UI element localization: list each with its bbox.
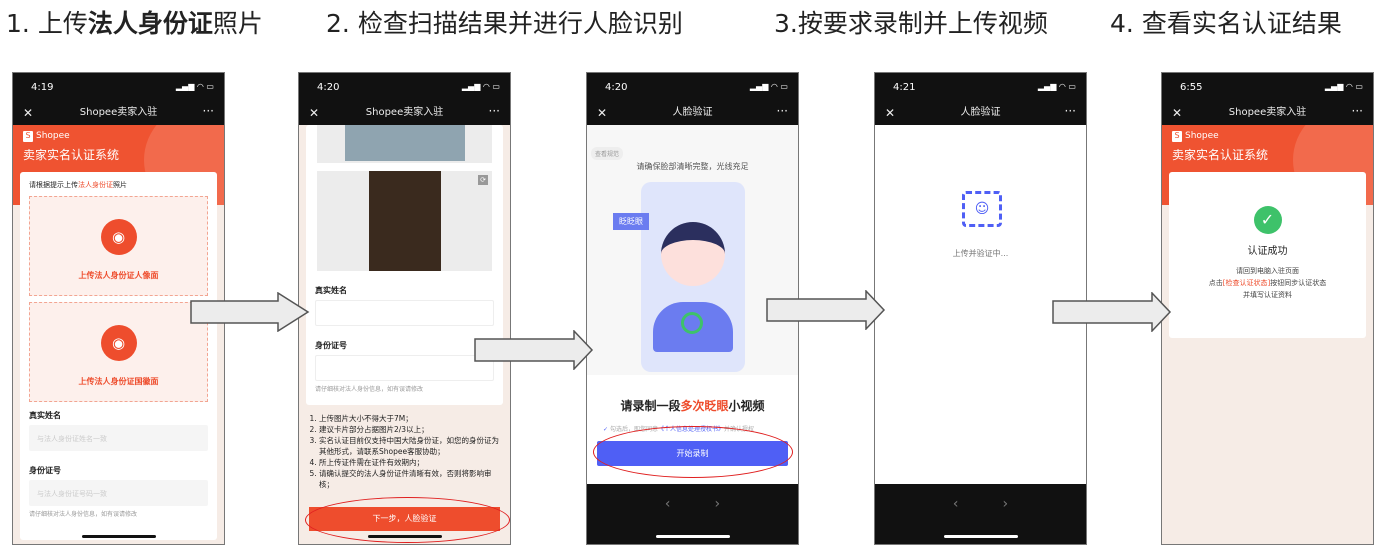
nav-bar: ✕人脸验证··· <box>587 103 798 125</box>
status-bar: 4:20▂▄▆ ◠ ▭ <box>299 73 510 103</box>
name-input[interactable] <box>315 300 494 326</box>
browser-bottom-bar: ‹› <box>587 484 798 544</box>
highlight-ellipse <box>593 426 793 478</box>
more-icon[interactable]: ··· <box>488 104 500 118</box>
result-card: ✓ 认证成功 请回到电脑入驻页面 点击[检查认证状态]按钮同步认证状态 并填写认… <box>1169 172 1366 338</box>
hint-text: 请仔细核对法人身份信息，如有误请修改 <box>315 386 424 393</box>
upload-front-button[interactable]: ◉上传法人身份证人像面 <box>29 196 208 296</box>
close-icon[interactable]: ✕ <box>309 106 320 120</box>
back-icon[interactable]: ‹ <box>664 496 671 512</box>
more-icon[interactable]: ··· <box>202 104 214 118</box>
checkbox-checked-icon: ✓ <box>603 426 609 433</box>
home-indicator <box>81 535 156 538</box>
status-bar: 4:19▂▄▆ ◠ ▭ <box>13 73 224 103</box>
view-spec-link[interactable]: 查看规范 <box>591 147 624 160</box>
face-illustration-area: 查看规范 请确保脸部清晰完整，光线充足 眨眨眼 <box>587 125 798 375</box>
forward-icon[interactable]: › <box>714 496 721 512</box>
tip-text: 请确保脸部清晰完整，光线充足 <box>636 162 749 171</box>
step-4-title: 4. 查看实名认证结果 <box>1110 9 1342 38</box>
browser-bottom-bar: ‹› <box>875 484 1086 544</box>
face-scan-icon: ☺ <box>962 191 1002 227</box>
status-bar: 6:55▂▄▆ ◠ ▭ <box>1162 73 1373 103</box>
hint-text: 请仔细核对法人身份信息，如有误请修改 <box>29 511 138 518</box>
name-label: 真实姓名 <box>315 286 347 295</box>
id-back-image: ⟳ <box>317 171 492 271</box>
nav-bar: ✕人脸验证··· <box>875 103 1086 125</box>
close-icon[interactable]: ✕ <box>1172 106 1183 120</box>
more-icon[interactable]: ··· <box>776 104 788 118</box>
camera-icon: ◉ <box>100 325 137 361</box>
step-3-title: 3.按要求录制并上传视频 <box>774 9 1048 38</box>
success-title: 认证成功 <box>1247 246 1288 257</box>
phone-illustration <box>641 182 745 372</box>
phone-check-scan: 4:20▂▄▆ ◠ ▭ ✕Shopee卖家入驻··· ⟳ 真实姓名 身份证号 请… <box>298 72 511 545</box>
rules-list: 上传图片大小不得大于7M；建议卡片部分占据图片2/3以上；实名认证目前仅支持中国… <box>307 413 502 490</box>
camera-icon: ◉ <box>100 219 137 255</box>
id-input[interactable] <box>315 355 494 381</box>
step-2-title: 2. 检查扫描结果并进行人脸识别 <box>326 9 683 38</box>
close-icon[interactable]: ✕ <box>597 106 608 120</box>
id-input[interactable]: 与法人身份证号码一致 <box>29 480 208 506</box>
highlight-ellipse <box>305 497 510 543</box>
upload-back-button[interactable]: ◉上传法人身份证国徽面 <box>29 302 208 402</box>
blink-bubble: 眨眨眼 <box>613 213 649 230</box>
status-bar: 4:20▂▄▆ ◠ ▭ <box>587 73 798 103</box>
rotate-icon[interactable]: ⟳ <box>478 175 488 185</box>
close-icon[interactable]: ✕ <box>885 106 896 120</box>
id-label: 身份证号 <box>315 341 347 350</box>
id-front-image <box>317 125 492 163</box>
result-instructions: 请回到电脑入驻页面 点击[检查认证状态]按钮同步认证状态 并填写认证资料 <box>1208 267 1327 299</box>
upload-prompt: 请根据提示上传法人身份证照片 <box>29 181 127 189</box>
more-icon[interactable]: ··· <box>1064 104 1076 118</box>
forward-icon[interactable]: › <box>1002 496 1009 512</box>
more-icon[interactable]: ··· <box>1351 104 1363 118</box>
scan-card: ⟳ 真实姓名 身份证号 请仔细核对法人身份信息，如有误请修改 <box>306 125 503 405</box>
status-bar: 4:21▂▄▆ ◠ ▭ <box>875 73 1086 103</box>
phone-uploading: 4:21▂▄▆ ◠ ▭ ✕人脸验证··· ☺ 上传并验证中... ‹› <box>874 72 1087 545</box>
name-input[interactable]: 与法人身份证姓名一致 <box>29 425 208 451</box>
uploading-status: 上传并验证中... <box>952 249 1009 258</box>
right-arrow-icon <box>190 292 310 332</box>
name-label: 真实姓名 <box>29 411 61 420</box>
right-arrow-icon <box>474 330 594 370</box>
back-icon[interactable]: ‹ <box>952 496 959 512</box>
close-icon[interactable]: ✕ <box>23 106 34 120</box>
step-1-title: 1. 上传法人身份证照片 <box>6 9 263 38</box>
right-arrow-icon <box>766 290 886 330</box>
upload-card: 请根据提示上传法人身份证照片 ◉上传法人身份证人像面 ◉上传法人身份证国徽面 真… <box>20 172 217 540</box>
record-title: 请录制一段多次眨眼小视频 <box>620 399 765 413</box>
nav-bar: ✕Shopee卖家入驻··· <box>1162 103 1373 125</box>
id-label: 身份证号 <box>29 466 61 475</box>
nav-bar: ✕Shopee卖家入驻··· <box>13 103 224 125</box>
check-circle-icon: ✓ <box>1253 206 1282 234</box>
nav-bar: ✕Shopee卖家入驻··· <box>299 103 510 125</box>
right-arrow-icon <box>1052 292 1172 332</box>
